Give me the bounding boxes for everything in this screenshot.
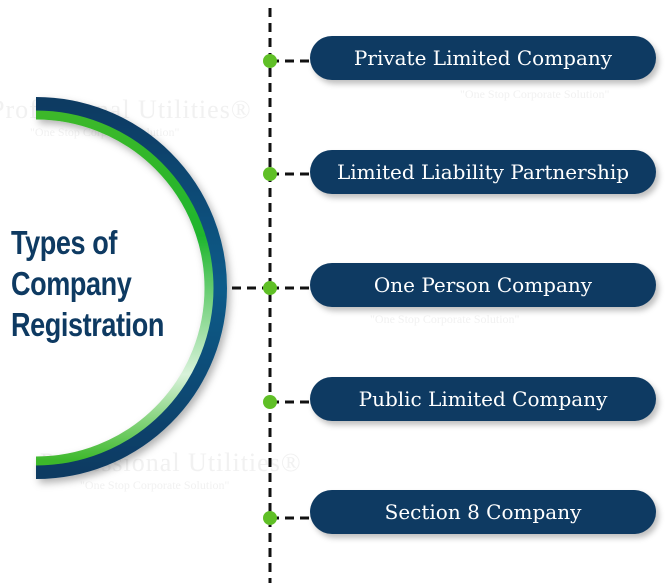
node-dot [263, 167, 277, 181]
watermark: "One Stop Corporate Solution" [370, 312, 520, 326]
watermark: "One Stop Corporate Solution" [460, 87, 610, 101]
title-line: Company [11, 265, 132, 302]
node-dot [263, 511, 277, 525]
title-arc [35, 97, 227, 479]
node-dot [263, 54, 277, 68]
title-line: Types of [11, 224, 117, 261]
type-one-person-company: One Person Company [310, 263, 656, 307]
type-public-limited-company: Public Limited Company [310, 377, 656, 421]
type-private-limited-company: Private Limited Company [310, 36, 656, 80]
type-limited-liability-partnership: Limited Liability Partnership [310, 150, 656, 194]
type-section-8-company: Section 8 Company [310, 490, 656, 534]
title-line: Registration [11, 306, 164, 343]
node-dot [263, 395, 277, 409]
node-dot [263, 281, 277, 295]
diagram-title: Types of Company Registration [11, 222, 164, 345]
